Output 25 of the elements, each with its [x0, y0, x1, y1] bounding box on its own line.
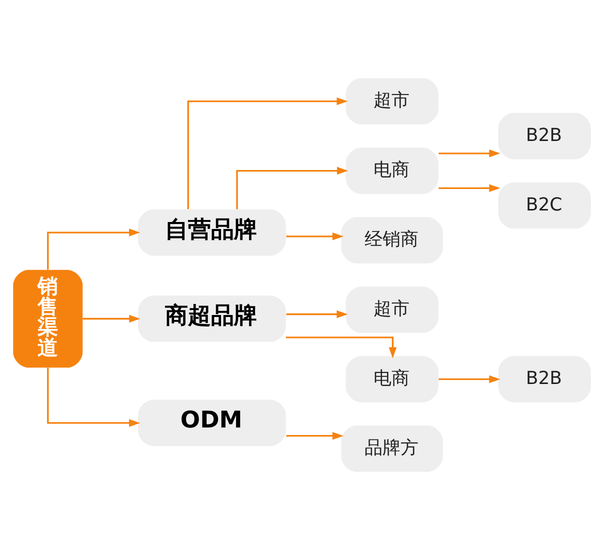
arrow	[286, 310, 348, 318]
node-box: 销售渠道	[13, 270, 83, 368]
node-box: 经销商	[341, 217, 443, 264]
node-box: 超市	[346, 286, 438, 333]
node-box: 品牌方	[341, 426, 443, 472]
arrow	[438, 184, 500, 192]
arrow	[236, 166, 348, 210]
arrow	[286, 336, 397, 358]
node-box: ODM	[138, 400, 286, 446]
arrow	[286, 232, 344, 240]
arrow	[438, 150, 500, 158]
arrow	[187, 97, 348, 210]
node-box: B2B	[498, 356, 591, 402]
arrow	[438, 375, 500, 384]
node-box: 自营品牌	[138, 209, 286, 256]
arrow	[47, 368, 140, 427]
arrow	[286, 432, 344, 440]
node-box: 商超品牌	[138, 296, 286, 342]
node-box: 电商	[346, 148, 438, 194]
node-box: B2C	[498, 182, 591, 229]
node-box: 超市	[346, 78, 438, 124]
arrow	[47, 228, 140, 270]
node-box: B2B	[498, 112, 591, 160]
node-box: 电商	[346, 356, 438, 402]
arrow	[82, 314, 140, 323]
